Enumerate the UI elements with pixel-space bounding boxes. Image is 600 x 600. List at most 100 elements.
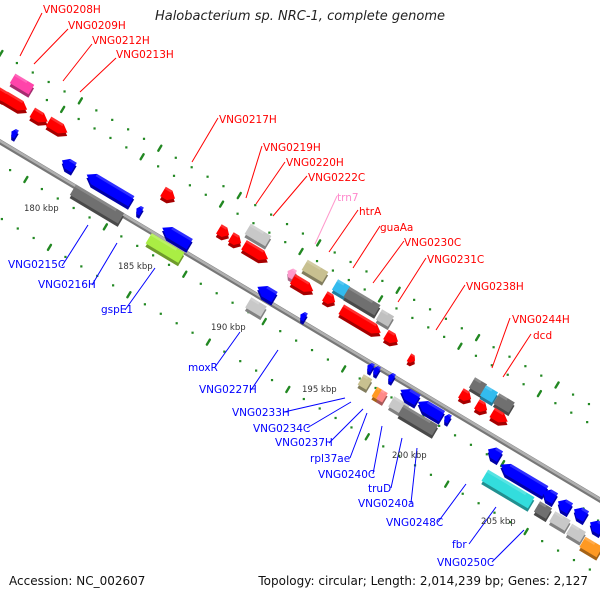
gene-label[interactable]: VNG0237H bbox=[275, 437, 333, 449]
tick-dot bbox=[284, 241, 287, 244]
gene-label[interactable]: VNG0216H bbox=[38, 279, 96, 291]
gene-label[interactable]: VNG0240C bbox=[318, 469, 375, 481]
gene-label[interactable]: VNG0231C bbox=[427, 254, 484, 266]
tick-dot bbox=[223, 350, 226, 353]
gene-label[interactable]: VNG0209H bbox=[68, 20, 126, 32]
feature-VNG0215C bbox=[61, 158, 77, 176]
gene-label[interactable]: VNG0230C bbox=[404, 237, 461, 249]
gene-label[interactable]: rpl37ae bbox=[310, 453, 350, 465]
tick-dot bbox=[252, 222, 255, 225]
gene-label[interactable]: VNG0213H bbox=[116, 49, 174, 61]
tick-dot bbox=[453, 434, 457, 437]
tick-mark bbox=[395, 286, 401, 294]
tick-dot bbox=[199, 282, 202, 285]
feature-gene bbox=[565, 523, 586, 546]
leader-line bbox=[390, 437, 403, 489]
leader-line bbox=[397, 257, 427, 303]
leader-line bbox=[33, 28, 69, 65]
gene-label[interactable]: VNG0212H bbox=[92, 35, 150, 47]
tick-dot bbox=[427, 326, 430, 329]
tick-mark bbox=[474, 333, 481, 342]
tick-dot bbox=[524, 365, 527, 368]
gene-label[interactable]: VNG0219H bbox=[263, 142, 321, 154]
gene-label[interactable]: VNG0215C bbox=[8, 259, 65, 271]
tick-dot bbox=[191, 331, 194, 334]
gene-label[interactable]: VNG0233H bbox=[232, 407, 290, 419]
gene-label[interactable]: VNG0222C bbox=[308, 172, 365, 184]
leader-line bbox=[437, 483, 467, 523]
tick-dot bbox=[206, 175, 209, 178]
tick-dot bbox=[506, 373, 509, 376]
tick-mark bbox=[182, 270, 188, 278]
scale-label: 195 kbp bbox=[302, 385, 337, 395]
tick-dot bbox=[47, 80, 50, 84]
tick-mark bbox=[218, 200, 225, 208]
gene-label[interactable]: moxR bbox=[188, 362, 218, 374]
tick-dot bbox=[270, 213, 273, 216]
feature-gene bbox=[1, 91, 28, 114]
tick-dot bbox=[570, 411, 573, 414]
gene-label[interactable]: truD bbox=[368, 483, 391, 495]
gene-label[interactable]: gspE1 bbox=[101, 304, 133, 316]
gene-label[interactable]: guaAa bbox=[380, 222, 413, 234]
feature-rpl37ae bbox=[375, 389, 388, 406]
tick-dot bbox=[270, 378, 274, 382]
feature-fbr-cds bbox=[500, 463, 549, 500]
tick-dot bbox=[215, 292, 218, 295]
tick-dot bbox=[374, 386, 377, 390]
gene-label[interactable]: VNG0250C bbox=[437, 557, 494, 569]
topology-summary: Topology: circular; Length: 2,014,239 bp… bbox=[258, 574, 588, 588]
gene-label[interactable]: VNG0240a bbox=[358, 498, 414, 510]
tick-mark bbox=[523, 527, 529, 536]
gene-label[interactable]: VNG0248C bbox=[386, 517, 443, 529]
gene-label[interactable]: fbr bbox=[452, 539, 467, 551]
tick-dot bbox=[382, 445, 385, 448]
gene-label[interactable]: trn7 bbox=[337, 192, 359, 204]
tick-dot bbox=[143, 303, 146, 306]
gene-label[interactable]: VNG0208H bbox=[43, 4, 101, 16]
gene-label[interactable]: VNG0244H bbox=[512, 314, 570, 326]
tick-dot bbox=[331, 269, 335, 272]
tick-dot bbox=[127, 128, 130, 131]
tick-dot bbox=[556, 549, 560, 552]
feature-VNG0227H bbox=[300, 311, 308, 325]
tick-dot bbox=[485, 453, 488, 456]
tick-mark bbox=[364, 433, 370, 441]
gene-label[interactable]: htrA bbox=[359, 206, 382, 218]
feature-VNG0217H bbox=[159, 186, 176, 204]
tick-dot bbox=[474, 354, 478, 357]
feature-VNG0215C-cds bbox=[86, 173, 135, 210]
tick-dot bbox=[9, 169, 12, 172]
leader-line bbox=[214, 331, 241, 368]
gene-label[interactable]: dcd bbox=[533, 330, 552, 342]
genome-backbone bbox=[0, 139, 600, 503]
leader-line bbox=[328, 408, 364, 444]
tick-dot bbox=[587, 402, 591, 406]
feature-VNG0208H bbox=[9, 73, 35, 98]
tick-dot bbox=[125, 146, 128, 149]
gene-labels: VNG0208H VNG0209H VNG0212H VNG0213H VNG0… bbox=[8, 4, 570, 569]
tick-mark bbox=[236, 191, 242, 200]
tick-mark bbox=[205, 338, 212, 346]
feature-htrA bbox=[289, 274, 314, 296]
tick-dot bbox=[174, 156, 177, 159]
gene-label[interactable]: VNG0227H bbox=[199, 384, 257, 396]
tick-dot bbox=[188, 184, 191, 187]
tick-dot bbox=[429, 473, 433, 476]
tick-dot bbox=[231, 301, 234, 304]
feature-VNG0213H bbox=[45, 116, 68, 137]
tick-dot bbox=[159, 312, 162, 315]
feature-rev-small bbox=[11, 128, 19, 142]
tick-dot bbox=[64, 255, 67, 259]
tick-mark bbox=[261, 317, 267, 326]
tick-dot bbox=[509, 521, 512, 524]
feature-rev-small bbox=[136, 205, 144, 219]
tick-dot bbox=[32, 236, 35, 240]
gene-label[interactable]: VNG0234C bbox=[253, 423, 310, 435]
gene-label[interactable]: VNG0238H bbox=[466, 281, 524, 293]
tick-dot bbox=[363, 288, 366, 291]
leader-line bbox=[250, 349, 279, 391]
tick-dot bbox=[152, 254, 155, 257]
gene-label[interactable]: VNG0220H bbox=[286, 157, 344, 169]
gene-label[interactable]: VNG0217H bbox=[219, 114, 277, 126]
